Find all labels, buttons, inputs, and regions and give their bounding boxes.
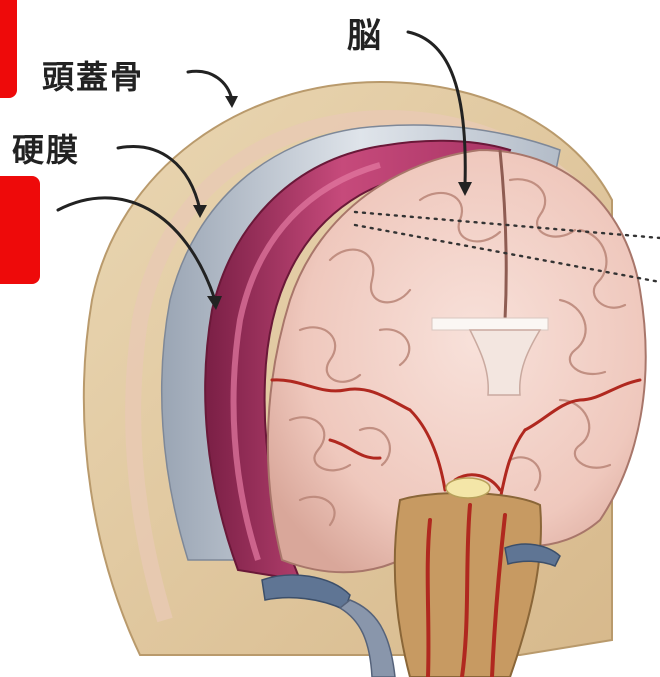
dura-label: 硬膜 [12,125,80,171]
skull-label: 頭蓋骨 [42,52,144,98]
skull-leader-line [188,71,232,100]
skull-arrowhead [225,96,238,108]
pituitary [446,478,490,498]
red-highlight-middle [0,176,40,284]
corpus-callosum [432,318,548,330]
red-highlight-top [0,0,17,98]
brain-label: 脳 [347,8,383,57]
